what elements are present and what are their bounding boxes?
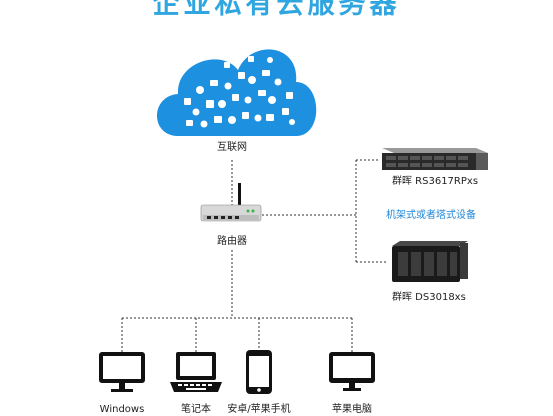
cloud-apps-icon [157, 49, 317, 136]
laptop-icon [170, 352, 222, 392]
wifi-router-icon [200, 183, 262, 222]
rack-nas-icon [382, 148, 488, 170]
connection-lines [121, 159, 386, 352]
client-label-mac: 苹果电脑 [332, 404, 372, 415]
tower-nas-label: 群晖 DS3018xs [392, 292, 466, 303]
client-label-windows: Windows [99, 404, 145, 415]
tower-nas-icon [392, 241, 468, 282]
phone-icon [246, 350, 272, 394]
internet-label: 互联网 [217, 142, 247, 153]
client-label-laptop: 笔记本 [181, 404, 211, 415]
nas-group-label: 机架式或者塔式设备 [386, 210, 476, 221]
router-label: 路由器 [217, 236, 247, 247]
page-title: 企业私有云服务器 [152, 0, 401, 20]
client-label-phone: 安卓/苹果手机 [227, 404, 291, 415]
imac-icon [329, 352, 375, 391]
rack-nas-label: 群晖 RS3617RPxs [392, 176, 479, 187]
desktop-monitor-icon [99, 352, 145, 392]
